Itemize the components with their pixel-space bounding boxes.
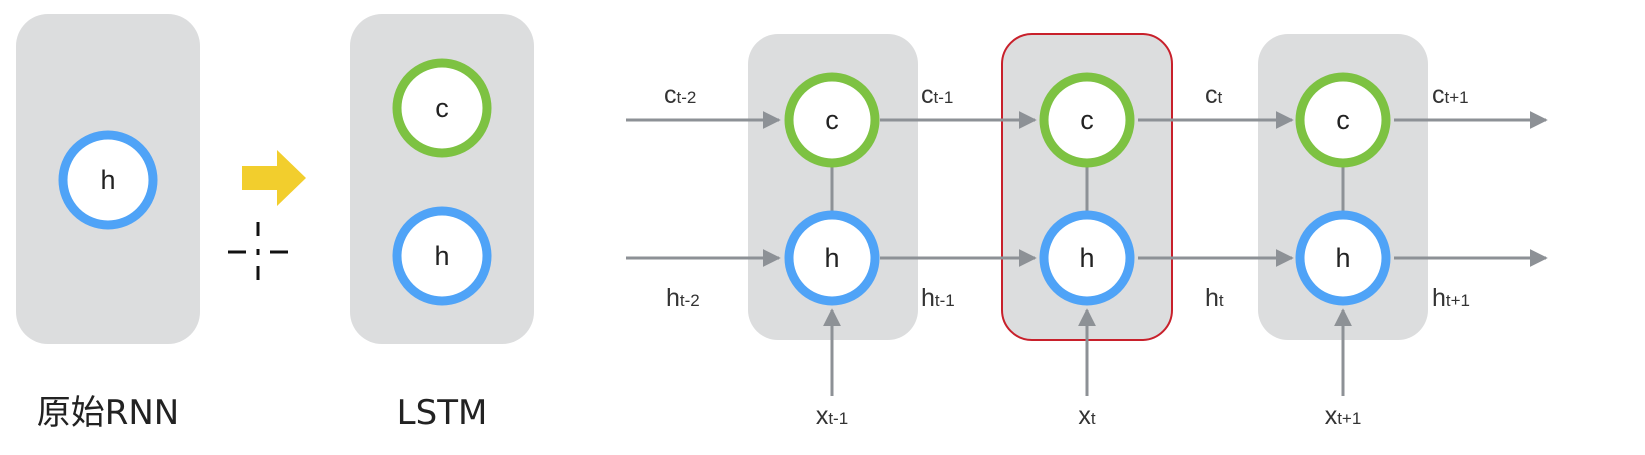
c-label-t+1: ct+1 [1432, 81, 1469, 109]
c-label-t-1: ct-1 [921, 81, 953, 109]
unrolled-lstm: c h c h c h ct-2 ct-1 ct ct+1 ht-2 ht-1 … [626, 33, 1548, 430]
cell3-h-node [1295, 210, 1391, 306]
cell2-h-node [1039, 210, 1135, 306]
right-arrow-icon [242, 150, 306, 206]
lstm-block: c h LSTM [350, 14, 534, 433]
cell3-c-label: c [1336, 105, 1350, 135]
h-label-t+1: ht+1 [1432, 284, 1470, 312]
c-label-t: ct [1205, 81, 1223, 109]
cell1-c-node [784, 72, 880, 168]
h-label-t: ht [1205, 284, 1224, 312]
rnn-h-label: h [100, 165, 115, 195]
cell1-h-label: h [824, 243, 839, 273]
lstm-h-node [392, 206, 492, 306]
x-label-t: xt [1078, 402, 1096, 430]
cell3-h-label: h [1335, 243, 1350, 273]
rnn-caption: 原始RNN [37, 393, 180, 433]
c-label-t-2: ct-2 [664, 81, 696, 109]
h-label-t-2: ht-2 [666, 284, 700, 312]
cell3-c-node [1295, 72, 1391, 168]
rnn-block: h 原始RNN [16, 14, 200, 433]
lstm-h-label: h [434, 241, 449, 271]
cell1-h-node [784, 210, 880, 306]
lstm-caption: LSTM [397, 393, 488, 433]
rnn-h-node [58, 130, 158, 230]
crosshair-icon [228, 222, 288, 280]
cell1-c-label: c [825, 105, 839, 135]
lstm-c-node [392, 58, 492, 158]
cell2-h-label: h [1079, 243, 1094, 273]
lstm-c-label: c [435, 93, 449, 123]
transform-group [228, 150, 306, 280]
h-label-t-1: ht-1 [921, 284, 955, 312]
cell2-c-node [1039, 72, 1135, 168]
x-label-t-1: xt-1 [816, 402, 848, 430]
cell2-c-label: c [1080, 105, 1094, 135]
x-label-t+1: xt+1 [1325, 402, 1362, 430]
